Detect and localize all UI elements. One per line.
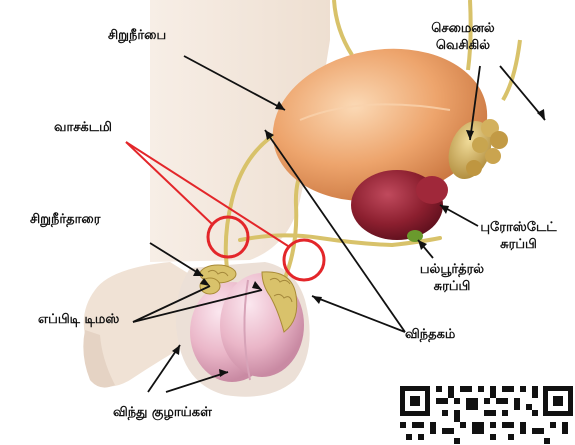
label-urinary-bladder: சிறுநீர்பை bbox=[108, 27, 166, 44]
label-prostate-line2: சுரப்பி bbox=[462, 236, 575, 253]
label-bulbourethral: பல்பூர்த்ரல் சுரப்பி bbox=[402, 261, 502, 295]
label-bulbourethral-line1: பல்பூர்த்ரல் bbox=[402, 261, 502, 278]
label-seminal-vesicle: செமைனல் வெசிகில் bbox=[413, 20, 513, 54]
label-seminiferous-tubules: விந்து குழாய்கள் bbox=[113, 404, 212, 421]
label-testis: விந்தகம் bbox=[405, 326, 455, 343]
label-vas-deferens: வாசக்டமி bbox=[54, 119, 112, 136]
qr-code-icon bbox=[398, 380, 575, 445]
label-bulbourethral-line2: சுரப்பி bbox=[402, 278, 502, 295]
label-urethra: சிறுநீர்தாரை bbox=[30, 211, 100, 228]
label-prostate-line1: புரோஸ்டேட் bbox=[462, 219, 575, 236]
label-prostate: புரோஸ்டேட் சுரப்பி bbox=[462, 219, 575, 253]
label-seminal-vesicle-line1: செமைனல் bbox=[413, 20, 513, 37]
label-seminal-vesicle-line2: வெசிகில் bbox=[413, 37, 513, 54]
bulbourethral-shape bbox=[407, 230, 423, 242]
label-epididymis: எப்பிடி டிமஸ் bbox=[38, 311, 119, 328]
